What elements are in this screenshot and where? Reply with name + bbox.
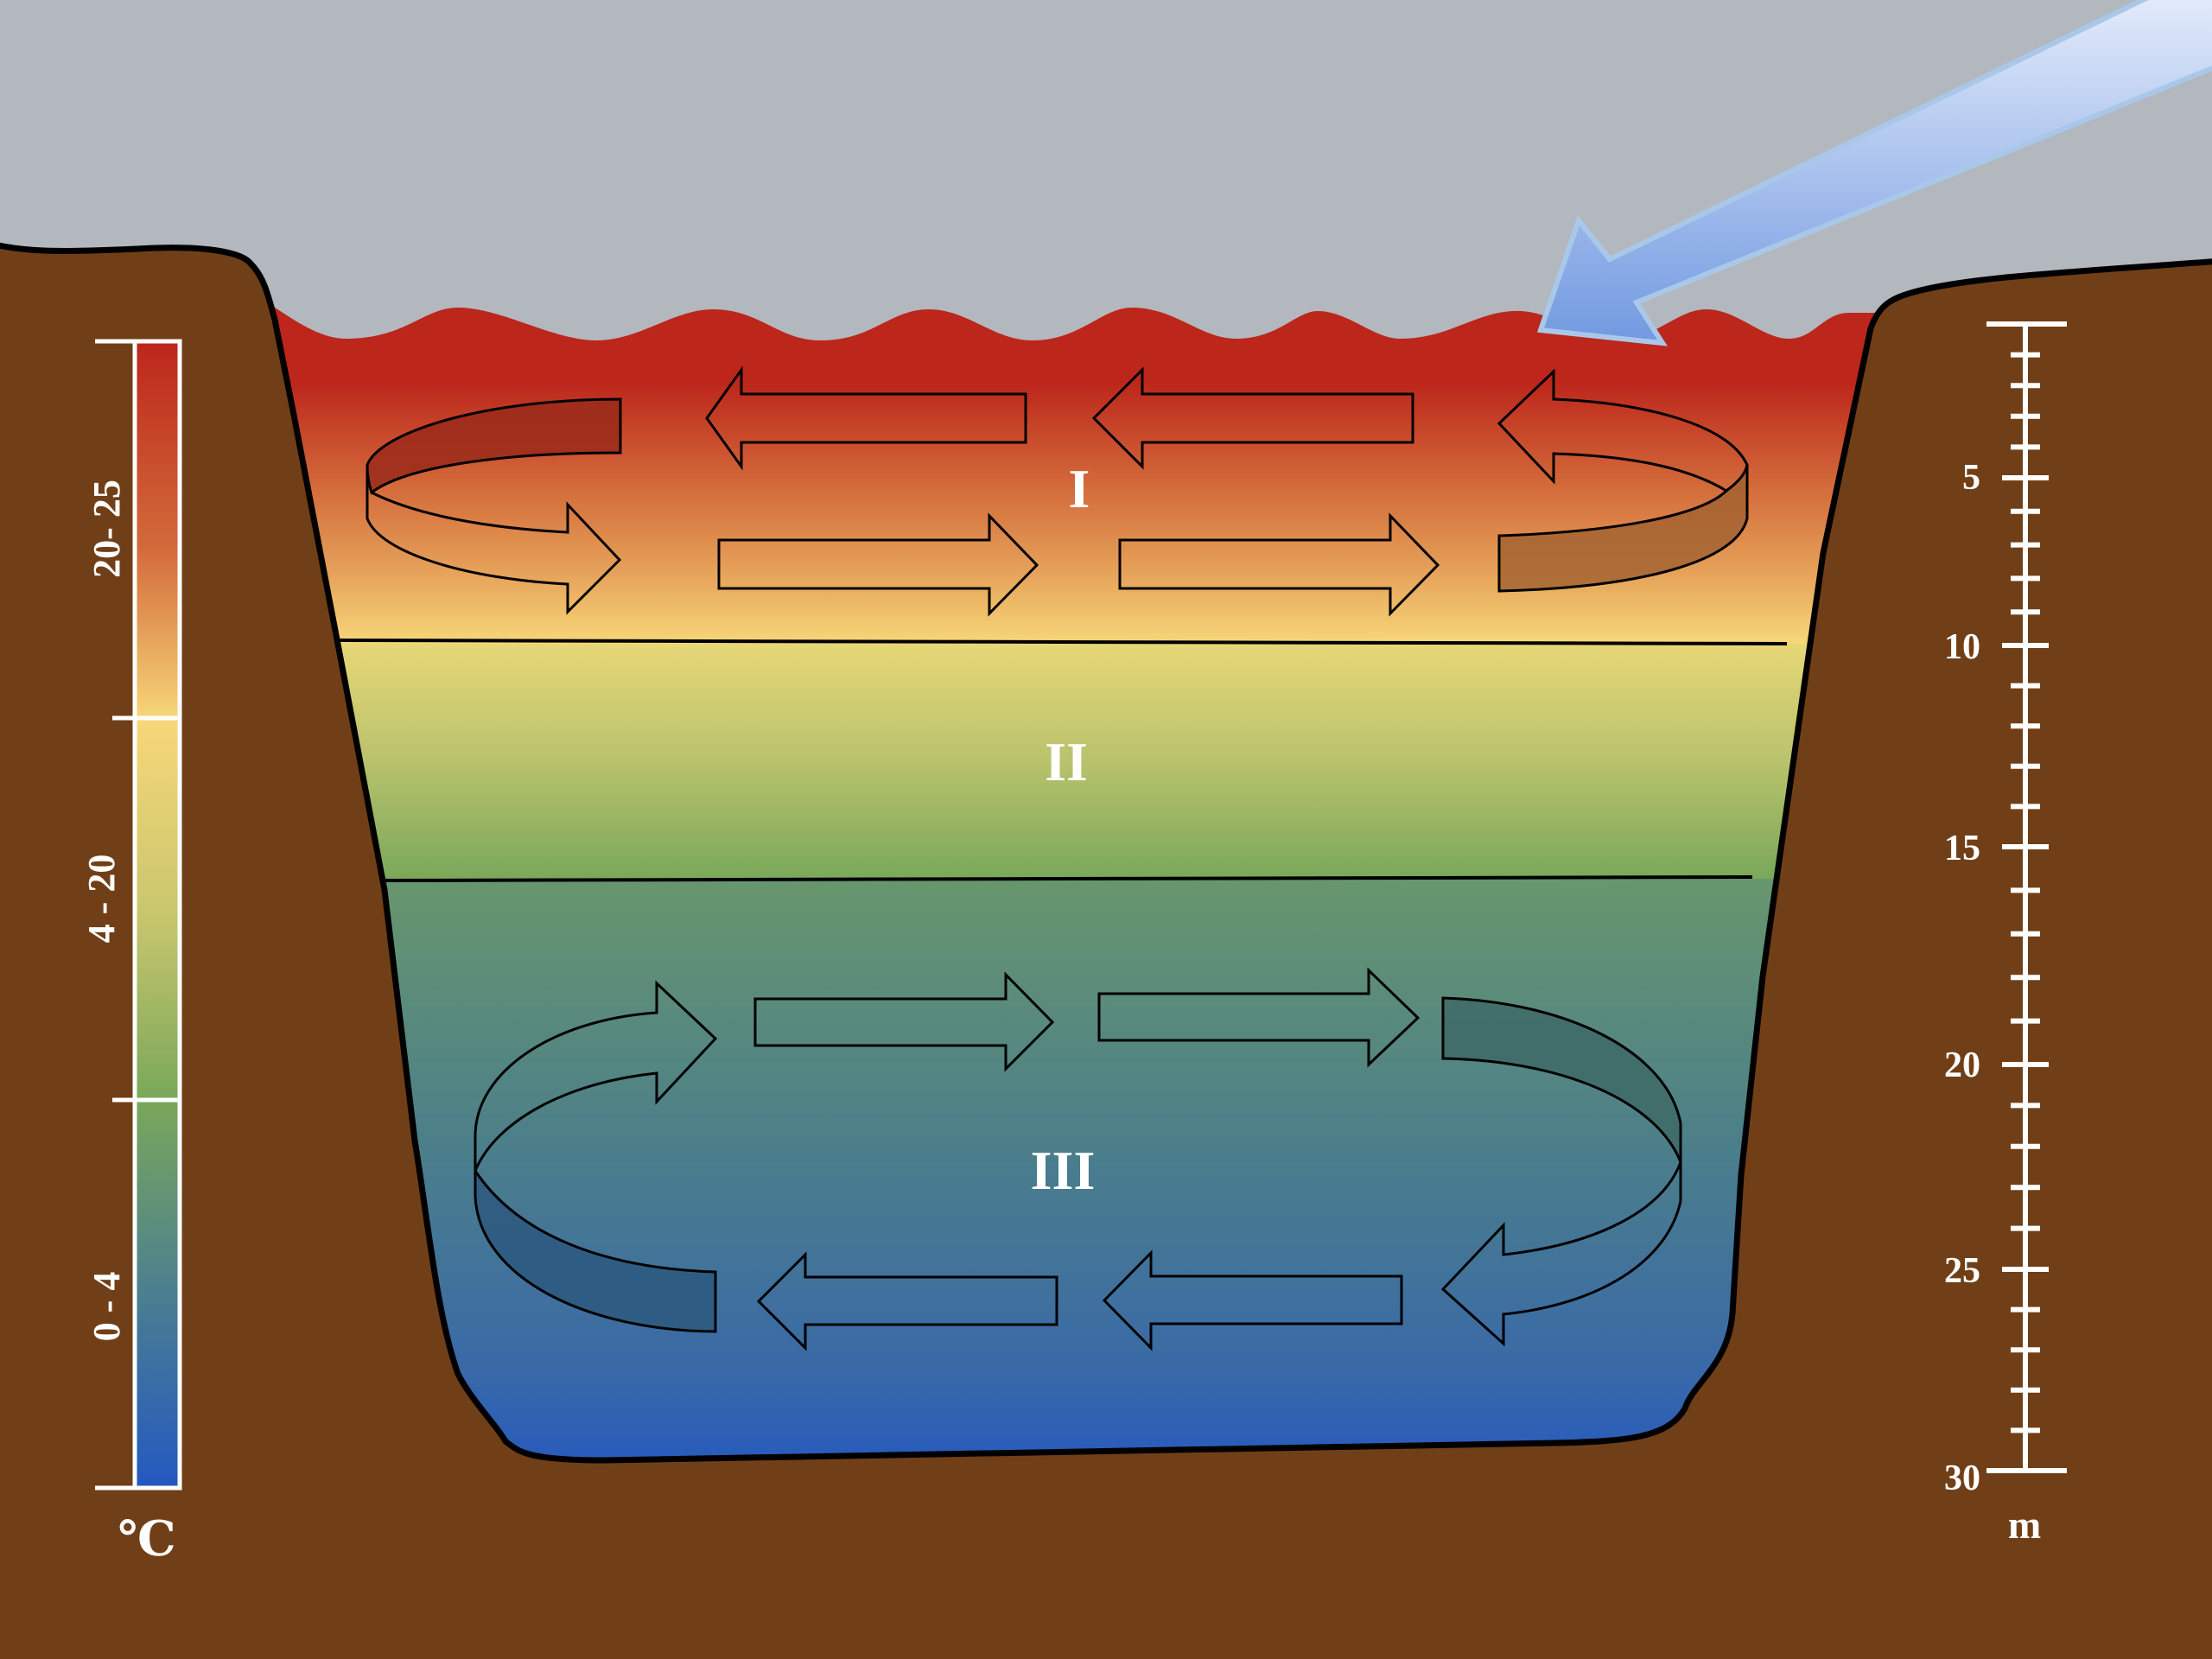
zone-label-epilimnion: I	[1069, 458, 1090, 519]
zone-label-hypolimnion: III	[1031, 1140, 1096, 1201]
arrow-right-1	[717, 512, 1039, 617]
lower-circulation-arrows	[474, 967, 1682, 1351]
depth-label-25: 25	[1944, 1251, 1980, 1291]
arrow-left-3	[756, 1251, 1058, 1351]
curved-arrow-lower-left-back	[474, 1166, 717, 1333]
depth-label-15: 15	[1944, 829, 1980, 868]
temperature-range-cold: 0 - 4	[86, 1272, 128, 1342]
arrow-left-2	[1091, 366, 1414, 470]
temperature-unit: ℃	[118, 1513, 175, 1567]
soil-ground	[0, 242, 2212, 1659]
depth-scale-labels: 5 10 15 20 25 30	[1944, 458, 1980, 1498]
metalimnion-layer	[259, 644, 1879, 879]
depth-label-5: 5	[1962, 458, 1980, 498]
curved-arrow-upper-left-front	[365, 465, 622, 615]
temperature-range-warm: 20- 25	[86, 480, 128, 578]
temperature-scale: 20- 25 4 - 20 0 - 4 ℃	[80, 339, 182, 1567]
temperature-range-mid: 4 - 20	[80, 855, 123, 944]
arrow-right-2	[1118, 512, 1440, 617]
depth-unit: m	[2008, 1503, 2041, 1547]
arrow-right-3	[753, 971, 1055, 1072]
curved-arrow-lower-left-front	[474, 980, 718, 1172]
upper-circulation-arrows	[365, 365, 1749, 617]
depth-label-10: 10	[1944, 627, 1980, 667]
thermocline-upper-line	[336, 639, 1788, 645]
depth-scale: 5 10 15 20 25 30 m	[1944, 321, 2067, 1547]
hypolimnion-layer	[259, 879, 1879, 1460]
arrow-left-1	[705, 365, 1027, 471]
depth-label-20: 20	[1944, 1046, 1980, 1085]
epilimnion-layer	[259, 302, 1879, 644]
zone-label-metalimnion: II	[1045, 731, 1088, 792]
arrow-left-4	[1102, 1249, 1403, 1351]
arrow-right-4	[1097, 967, 1421, 1068]
depth-label-30: 30	[1944, 1459, 1980, 1498]
temperature-color-bar	[132, 339, 182, 1491]
thermocline-lower-line	[382, 875, 1753, 882]
depth-scale-ticks	[1986, 321, 2067, 1473]
lake-water	[259, 302, 1879, 1460]
curved-arrow-lower-right-front	[1440, 1123, 1682, 1347]
sunlight-arrow-icon	[1536, 0, 2212, 346]
curved-arrow-upper-right-back	[1497, 464, 1749, 593]
